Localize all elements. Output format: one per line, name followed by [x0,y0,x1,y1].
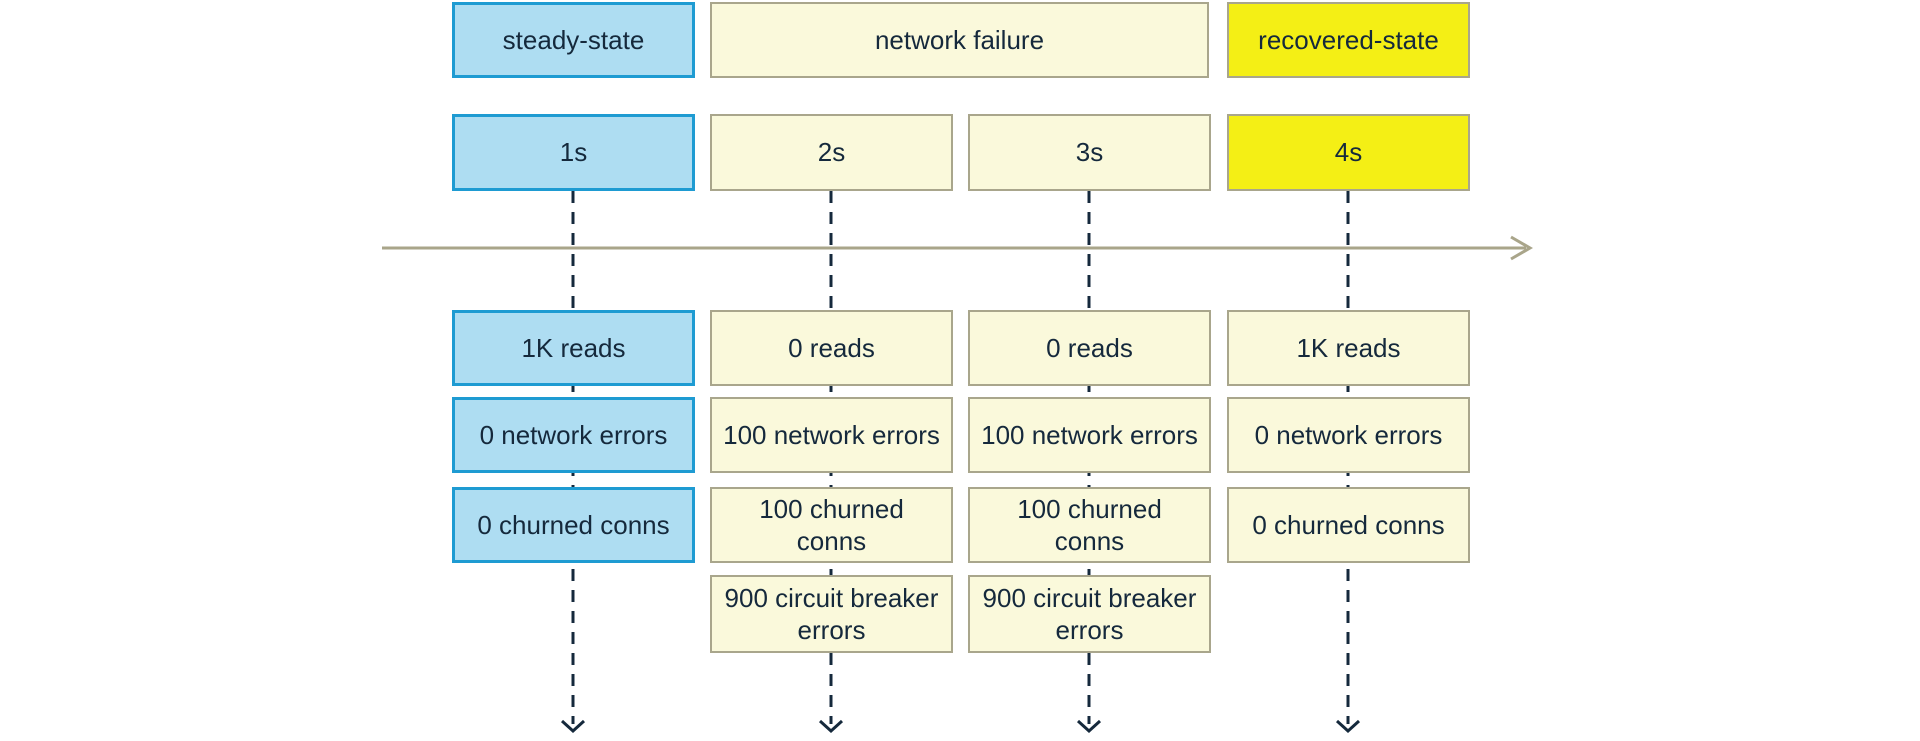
state-box-recovered-state: recovered-state [1227,2,1470,78]
metric-box-network-errors-3s: 100 network errors [968,397,1211,473]
metric-box-churned-conns-2s: 100 churned conns [710,487,953,563]
metric-box-reads-4s: 1K reads [1227,310,1470,386]
down-arrowhead-icon-4s [1335,719,1361,734]
time-box-1s: 1s [452,114,695,191]
metric-box-circuit-breaker-errors-2s: 900 circuit breaker errors [710,575,953,653]
metric-box-churned-conns-3s: 100 churned conns [968,487,1211,563]
metric-box-reads-3s: 0 reads [968,310,1211,386]
time-axis-arrowhead-icon [1510,235,1533,261]
time-box-3s: 3s [968,114,1211,191]
metric-box-network-errors-1s: 0 network errors [452,397,695,473]
time-box-2s: 2s [710,114,953,191]
metric-box-reads-1s: 1K reads [452,310,695,386]
time-box-4s: 4s [1227,114,1470,191]
down-arrowhead-icon-2s [818,719,844,734]
metric-box-churned-conns-1s: 0 churned conns [452,487,695,563]
metric-box-circuit-breaker-errors-3s: 900 circuit breaker errors [968,575,1211,653]
metric-box-reads-2s: 0 reads [710,310,953,386]
metric-box-network-errors-4s: 0 network errors [1227,397,1470,473]
state-box-steady-state: steady-state [452,2,695,78]
metric-box-network-errors-2s: 100 network errors [710,397,953,473]
metric-box-churned-conns-4s: 0 churned conns [1227,487,1470,563]
down-arrowhead-icon-3s [1076,719,1102,734]
down-arrowhead-icon-1s [560,719,586,734]
state-box-network-failure: network failure [710,2,1209,78]
